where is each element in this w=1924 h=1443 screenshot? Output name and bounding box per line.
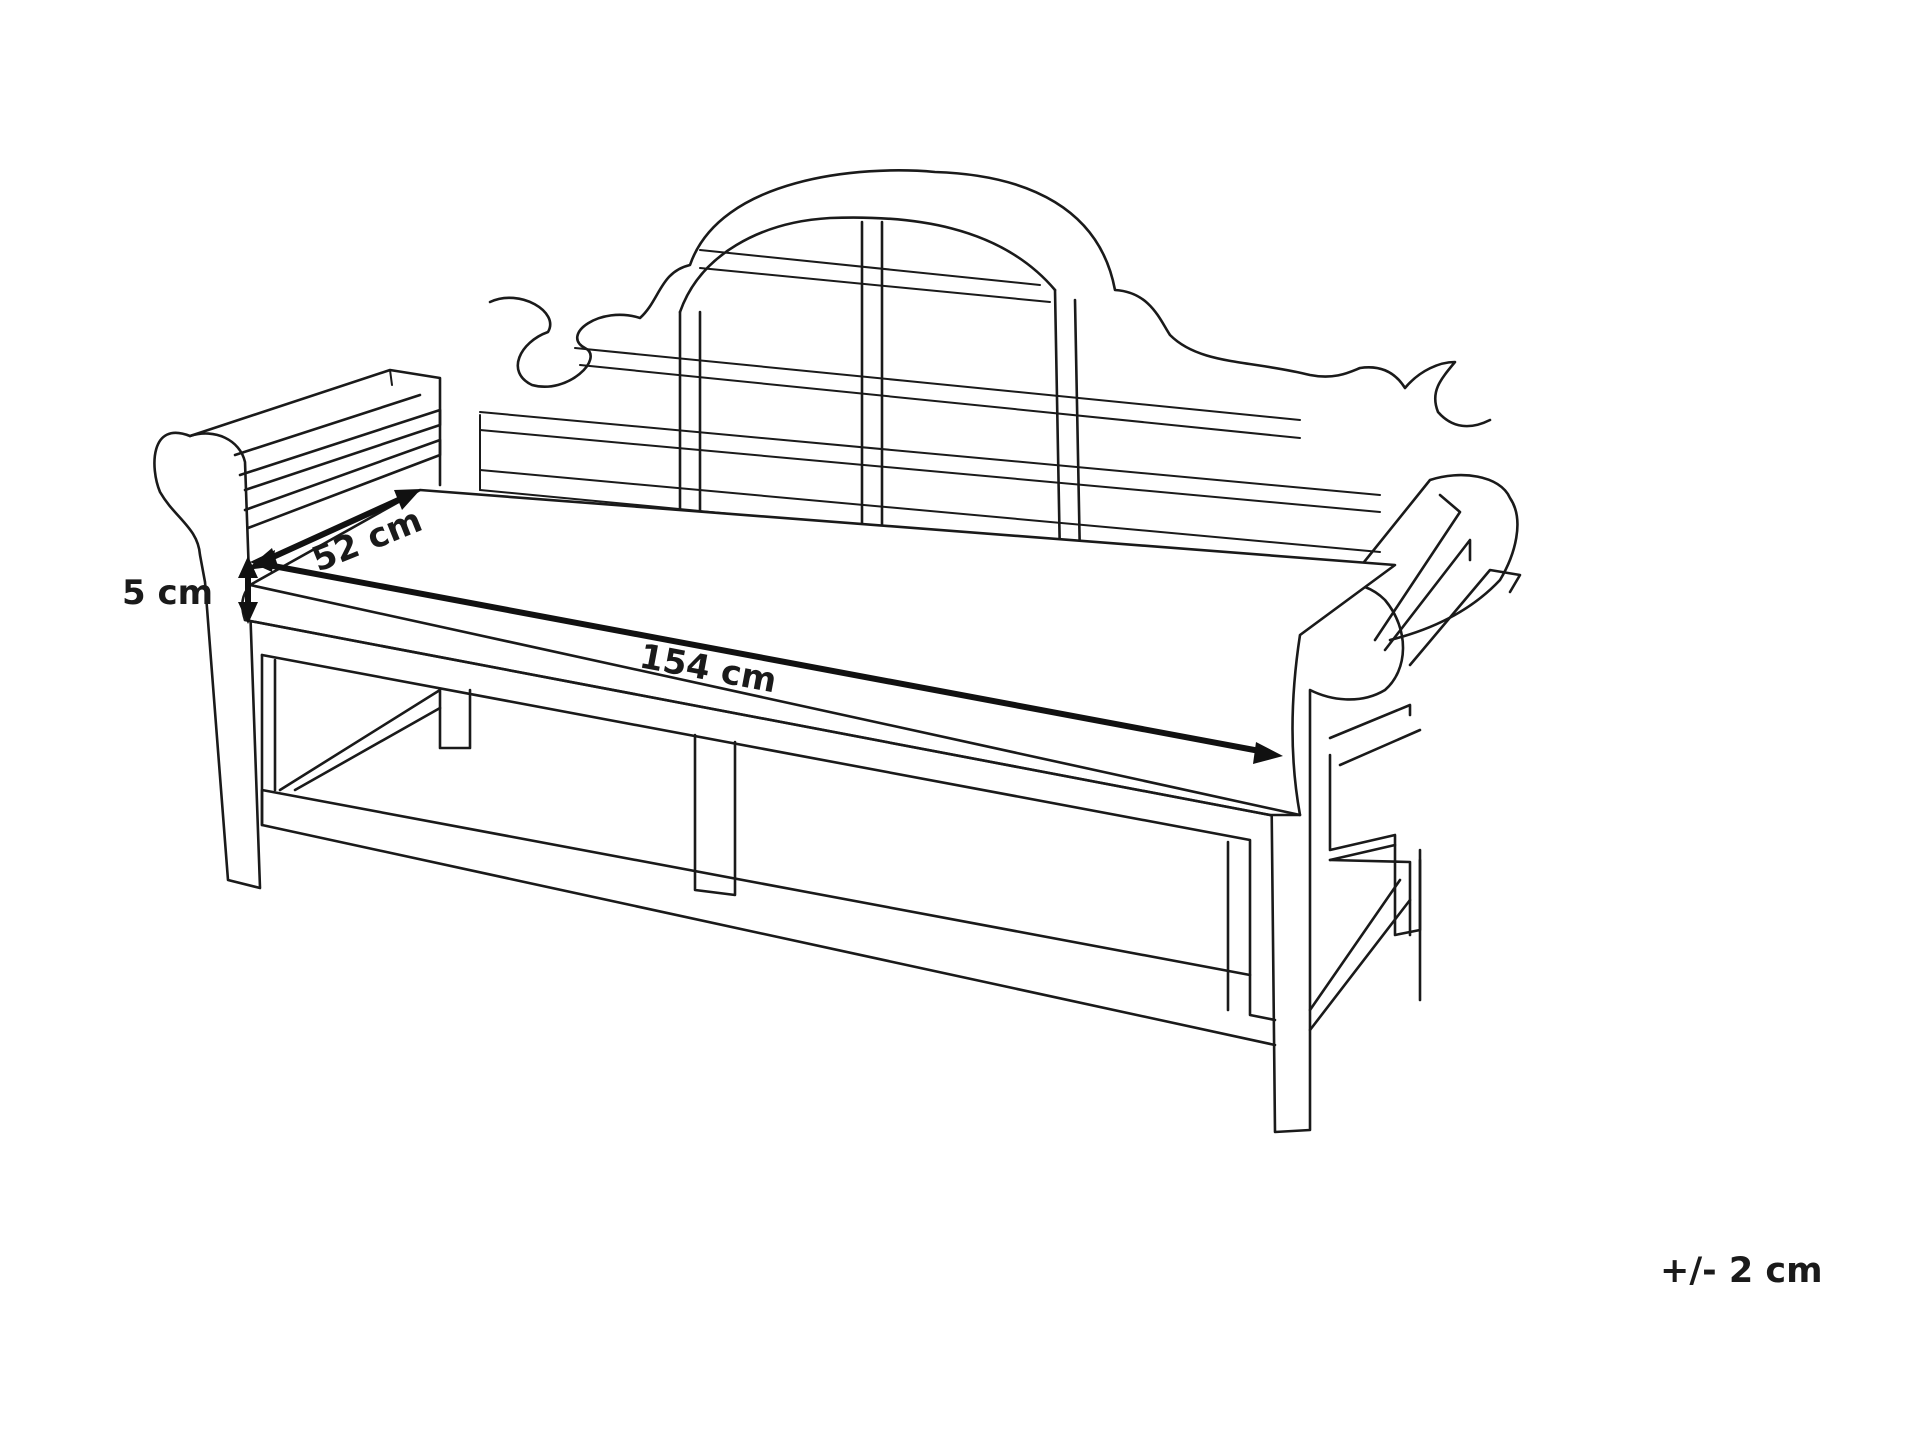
backrest xyxy=(479,169,1492,576)
height-label: 5 cm xyxy=(122,573,213,613)
seat-cushion xyxy=(240,488,1397,817)
arrow-head-depth-end xyxy=(394,489,421,510)
arrow-head-height-bottom xyxy=(238,602,258,624)
left-armrest xyxy=(153,368,442,890)
arrow-head-width-start xyxy=(250,550,275,572)
dimension-height: 5 cm xyxy=(122,556,258,624)
bench-frame xyxy=(260,653,1422,1047)
arrow-head-height-top xyxy=(238,556,258,578)
tolerance-label: +/- 2 cm xyxy=(1660,1251,1823,1291)
arrow-head-width-end xyxy=(1253,742,1283,764)
